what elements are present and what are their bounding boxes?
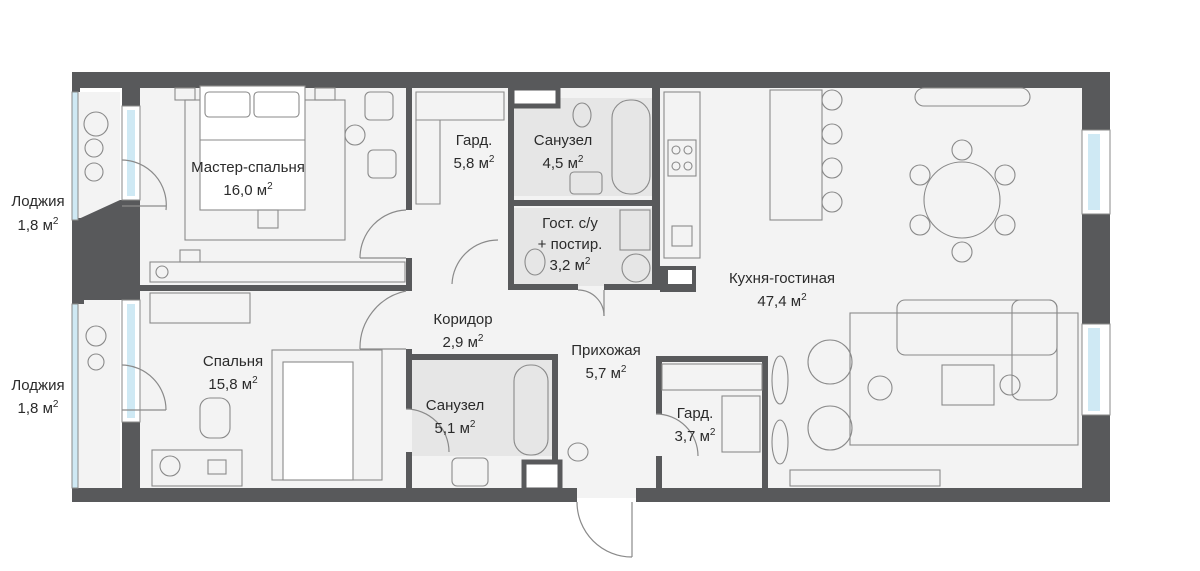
room-label-guest-wc-2: + постир. <box>538 236 603 253</box>
room-label-bathroom-1: Санузел <box>534 132 592 149</box>
room-area-wardrobe-2: 3,7 м2 <box>675 427 716 445</box>
room-label-master-bedroom: Мастер-спальня <box>191 159 305 176</box>
room-label-kitchen-living: Кухня-гостиная <box>729 270 835 287</box>
door-swings <box>121 159 699 558</box>
room-area-loggia-2: 1,8 м2 <box>18 399 59 417</box>
outer-walls <box>72 72 1110 502</box>
room-label-guest-wc: Гост. с/у <box>542 215 598 232</box>
room-label-wardrobe-2: Гард. <box>677 405 714 422</box>
room-area-loggia-1: 1,8 м2 <box>18 216 59 234</box>
room-labels: Лоджия 1,8 м2 Мастер-спальня 16,0 м2 Гар… <box>11 132 835 445</box>
room-area-bathroom-1: 4,5 м2 <box>543 154 584 172</box>
room-label-loggia-1: Лоджия <box>11 193 64 210</box>
room-area-kitchen-living: 47,4 м2 <box>757 292 807 310</box>
room-label-hallway: Прихожая <box>571 342 641 359</box>
room-area-master-bedroom: 16,0 м2 <box>223 181 273 199</box>
room-label-loggia-2: Лоджия <box>11 377 64 394</box>
room-area-corridor: 2,9 м2 <box>443 333 484 351</box>
room-label-bathroom-2: Санузел <box>426 397 484 414</box>
room-label-wardrobe-1: Гард. <box>456 132 493 149</box>
loggia-floor-bottom <box>72 300 120 490</box>
room-area-bathroom-2: 5,1 м2 <box>435 419 476 437</box>
windows <box>71 91 1111 489</box>
room-area-bedroom: 15,8 м2 <box>208 375 258 393</box>
room-label-bedroom: Спальня <box>203 353 263 370</box>
room-label-corridor: Коридор <box>433 311 492 328</box>
furniture <box>83 85 1079 487</box>
room-area-guest-wc: 3,2 м2 <box>550 256 591 274</box>
bathroom-tiles <box>412 98 656 456</box>
room-area-wardrobe-1: 5,8 м2 <box>454 154 495 172</box>
room-area-hallway: 5,7 м2 <box>586 364 627 382</box>
interior-walls <box>140 85 768 493</box>
